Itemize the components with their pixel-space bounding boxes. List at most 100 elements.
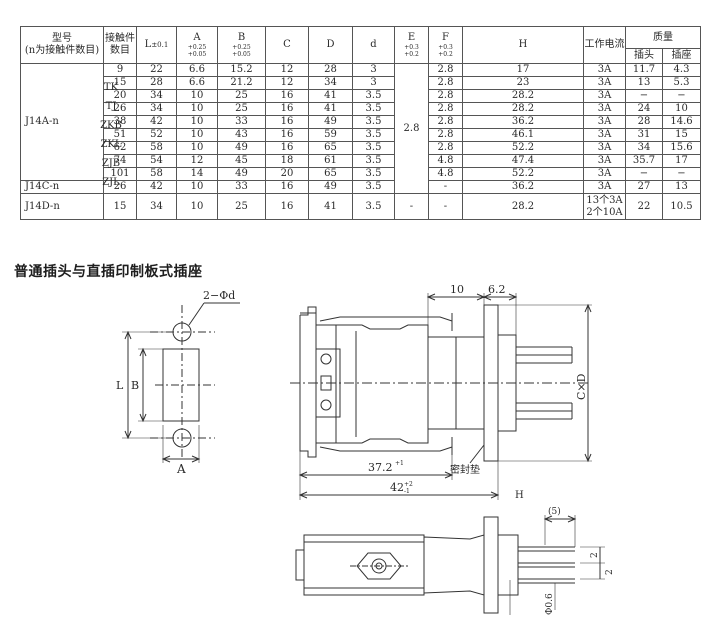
header-B-tol2: +0.05 (232, 51, 251, 58)
header-model: 型号 (n为接触件数目) (20, 26, 104, 64)
header-current: 工作电流 (583, 26, 626, 64)
cell-d: 3.5 (352, 128, 395, 142)
series-tk: TK (103, 82, 119, 93)
cell-A: 12 (176, 154, 218, 168)
cell-plug: 31 (625, 128, 663, 142)
cell-L: 34 (136, 102, 177, 116)
cell-F: 4.8 (428, 167, 463, 181)
header-model-line1: 型号 (52, 33, 72, 44)
cell-socket: 17 (662, 154, 701, 168)
header-A: A +0.25 +0.05 (176, 26, 218, 64)
cell-E-last: - (394, 193, 429, 220)
cell-H: 36.2 (462, 180, 584, 194)
cell-d: 3 (352, 63, 395, 77)
header-E: E +0.3 +0.2 (394, 26, 429, 64)
header-B-tol1: +0.25 (232, 44, 251, 51)
cell-F: 2.8 (428, 115, 463, 129)
cell-d: 3.5 (352, 141, 395, 155)
cell-d: 3.5 (352, 115, 395, 129)
label-10: 10 (450, 285, 464, 296)
header-d: d (352, 26, 395, 64)
label-B: B (131, 379, 139, 392)
cell-F: 2.8 (428, 76, 463, 90)
cell-A: 10 (176, 89, 218, 103)
model-j14a: J14A-n (20, 63, 104, 181)
technical-drawing: 2−Φd L B A 10 6.2 C×D 37.2 +1 密封垫 42 +2 … (116, 285, 615, 615)
cell-A: 14 (176, 167, 218, 181)
cell-A: 10 (176, 115, 218, 129)
cell-A: 10 (176, 180, 218, 194)
cell-D: 28 (308, 63, 353, 77)
cell-F: 2.8 (428, 89, 463, 103)
header-B: B +0.25 +0.05 (217, 26, 266, 64)
cell-socket: 15.6 (662, 141, 701, 155)
label-hole: 2−Φd (203, 289, 235, 302)
cell-plug: 35.7 (625, 154, 663, 168)
table-row: J14D-n 15 34 10 25 16 41 3.5 - - 28.2 13… (20, 193, 701, 220)
header-F-tol1: +0.3 (438, 44, 453, 51)
cell-C: 16 (265, 128, 309, 142)
cell-current: 13个3A 2个10A (583, 193, 626, 220)
cell-plug: 13 (625, 76, 663, 90)
cell-A: 10 (176, 102, 218, 116)
cell-B: 49 (217, 141, 266, 155)
cell-D: 34 (308, 76, 353, 90)
cell-socket: 4.3 (662, 63, 701, 77)
label-42-tol1: +2 (404, 481, 413, 488)
cell-D: 41 (308, 89, 353, 103)
cell-socket: − (662, 89, 701, 103)
header-B-label: B (237, 32, 246, 43)
header-A-label: A (193, 32, 201, 43)
series-zkb: ZKB (100, 120, 122, 131)
cell-socket: 15 (662, 128, 701, 142)
cell-F: - (428, 180, 463, 194)
cell-H: 17 (462, 63, 584, 77)
cell-L: 58 (136, 141, 177, 155)
cell-current: 3A (583, 76, 626, 90)
header-model-line2: (n为接触件数目) (24, 45, 100, 56)
cell-plug: − (625, 167, 663, 181)
pins (516, 346, 573, 420)
cell-B: 49 (217, 167, 266, 181)
cell-F: 2.8 (428, 63, 463, 77)
cell-C: 16 (265, 193, 309, 220)
label-A: A (176, 462, 186, 476)
header-mass: 质量 (625, 26, 701, 49)
cell-d: 3.5 (352, 167, 395, 181)
cell-current: 3A (583, 180, 626, 194)
cell-L: 58 (136, 167, 177, 181)
cell-current-line1: 13个3A (586, 194, 623, 206)
cell-H: 28.2 (462, 193, 584, 220)
header-H: H (462, 26, 584, 64)
header-L-tol: ±0.1 (151, 41, 169, 49)
cell-d: 3.5 (352, 102, 395, 116)
cell-current: 3A (583, 128, 626, 142)
cell-C: 12 (265, 76, 309, 90)
cell-D: 41 (308, 102, 353, 116)
cell-F: 2.8 (428, 128, 463, 142)
cell-L: 28 (136, 76, 177, 90)
header-A-tol2: +0.05 (187, 51, 207, 58)
cell-H: 36.2 (462, 115, 584, 129)
cell-plug: − (625, 89, 663, 103)
screw-block (315, 348, 341, 418)
cell-plug: 28 (625, 115, 663, 129)
cell-plug: 22 (625, 193, 663, 220)
header-F: F +0.3 +0.2 (428, 26, 463, 64)
cell-L: 42 (136, 115, 177, 129)
cell-socket: 10 (662, 102, 701, 116)
label-L: L (116, 379, 124, 392)
cell-d: 3 (352, 76, 395, 90)
label-42-tol2: -1 (404, 488, 410, 495)
cell-d: 3.5 (352, 193, 395, 220)
cell-socket: − (662, 167, 701, 181)
label-42: 42 (390, 481, 404, 494)
table-row: 74 54 12 45 18 61 3.5 4.8 47.4 3A 35.7 1… (21, 154, 701, 168)
label-6-2: 6.2 (488, 285, 506, 296)
hex-nut (356, 552, 402, 580)
cell-D: 49 (308, 180, 353, 194)
cell-current: 3A (583, 63, 626, 77)
cell-socket: 14.6 (662, 115, 701, 129)
cell-F: 4.8 (428, 154, 463, 168)
cell-D: 61 (308, 154, 353, 168)
